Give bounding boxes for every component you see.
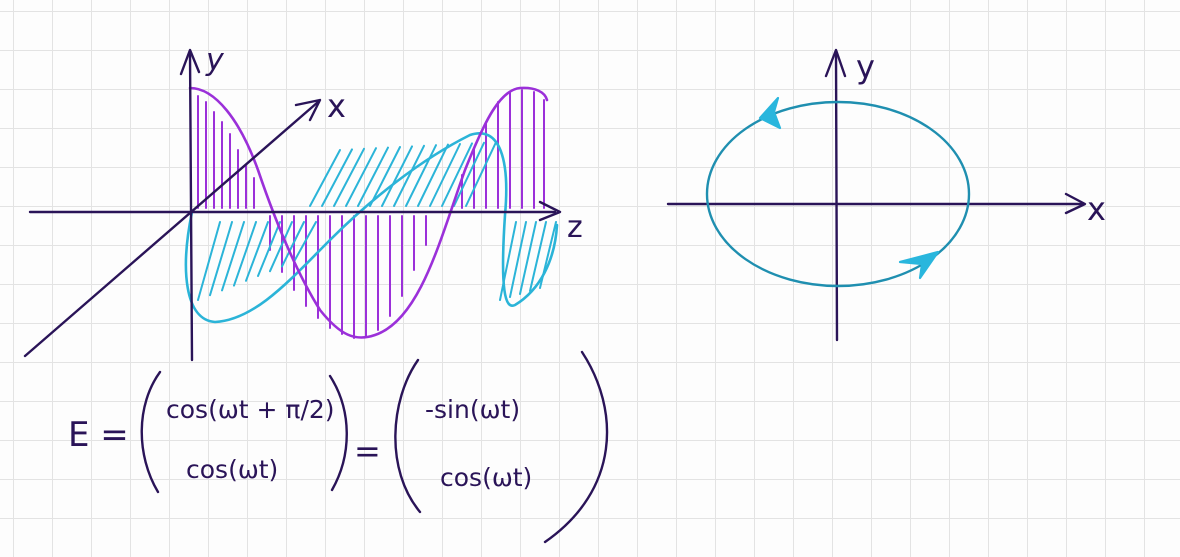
rotation-arrow-bottom	[898, 250, 940, 280]
cyan-hatch-line	[269, 221, 293, 273]
polar-y-label: y	[856, 48, 875, 86]
polarization-ellipse	[705, 100, 971, 288]
cyan-hatch-line	[209, 221, 233, 297]
polar-y-axis-arrowhead	[824, 48, 847, 78]
cyan-hatch-line	[381, 145, 413, 207]
vector1-top: cos(ωt + π/2)	[166, 395, 335, 424]
cyan-hatch-line	[417, 143, 449, 207]
vector1-bottom: cos(ωt)	[186, 455, 278, 484]
wave-x-label: x	[327, 87, 346, 125]
vector1-left-paren	[140, 370, 162, 494]
cyan-hatch-line	[281, 221, 305, 268]
purple-wave-hatching	[197, 89, 545, 339]
equation-equals: =	[354, 432, 381, 470]
polar-x-axis-arrowhead	[1064, 192, 1087, 215]
z-axis-arrowhead	[538, 200, 562, 222]
cyan-hatch-line	[369, 146, 401, 207]
cyan-hatch-line	[345, 147, 377, 207]
cyan-hatch-line	[441, 142, 473, 207]
cyan-hatch-line	[357, 146, 389, 207]
cyan-hatch-line	[465, 141, 497, 207]
cyan-hatch-line	[519, 221, 537, 295]
cyan-hatch-line	[529, 221, 547, 292]
polarization-diagram: y x	[666, 48, 1106, 342]
polar-y-axis-line	[834, 50, 839, 342]
cyan-hatch-line	[293, 221, 317, 263]
cyan-hatch-line	[405, 144, 437, 207]
vector2-top: -sin(ωt)	[425, 395, 520, 424]
field-equation: E = cos(ωt + π/2) cos(ωt) = -sin(ωt) cos…	[68, 350, 609, 544]
rotation-arrow-top	[758, 96, 782, 130]
cyan-hatch-line	[245, 221, 269, 282]
cyan-hatch-line	[333, 147, 365, 207]
cyan-hatch-line	[257, 221, 281, 277]
x-axis-line	[23, 100, 320, 358]
cyan-hatch-line	[233, 221, 257, 287]
vector2-left-paren	[394, 358, 422, 514]
cyan-wave-hatching	[197, 141, 557, 301]
vector2-right-paren	[543, 350, 609, 544]
vector1-right-paren	[328, 374, 348, 492]
cyan-hatch-line	[509, 221, 527, 298]
wave-diagram: y x z	[23, 43, 583, 362]
cyan-hatch-line	[393, 144, 425, 207]
wave-y-label: y	[205, 43, 225, 78]
purple-wave-curve	[188, 86, 549, 339]
cyan-hatch-line	[197, 221, 221, 301]
cyan-hatch-line	[453, 141, 485, 207]
cyan-hatch-line	[499, 221, 517, 301]
cyan-hatch-line	[321, 148, 353, 207]
y-axis-arrowhead	[179, 48, 201, 76]
x-axis-arrowhead	[294, 98, 322, 122]
cyan-wave-curve	[184, 132, 559, 324]
equation-lhs: E =	[68, 415, 129, 455]
polar-x-label: x	[1087, 190, 1106, 228]
wave-z-label: z	[567, 210, 583, 245]
cyan-hatch-line	[221, 221, 245, 292]
vector2-bottom: cos(ωt)	[440, 463, 532, 492]
y-axis-line	[188, 50, 194, 362]
cyan-hatch-line	[429, 143, 461, 207]
cyan-hatch-line	[309, 149, 341, 207]
